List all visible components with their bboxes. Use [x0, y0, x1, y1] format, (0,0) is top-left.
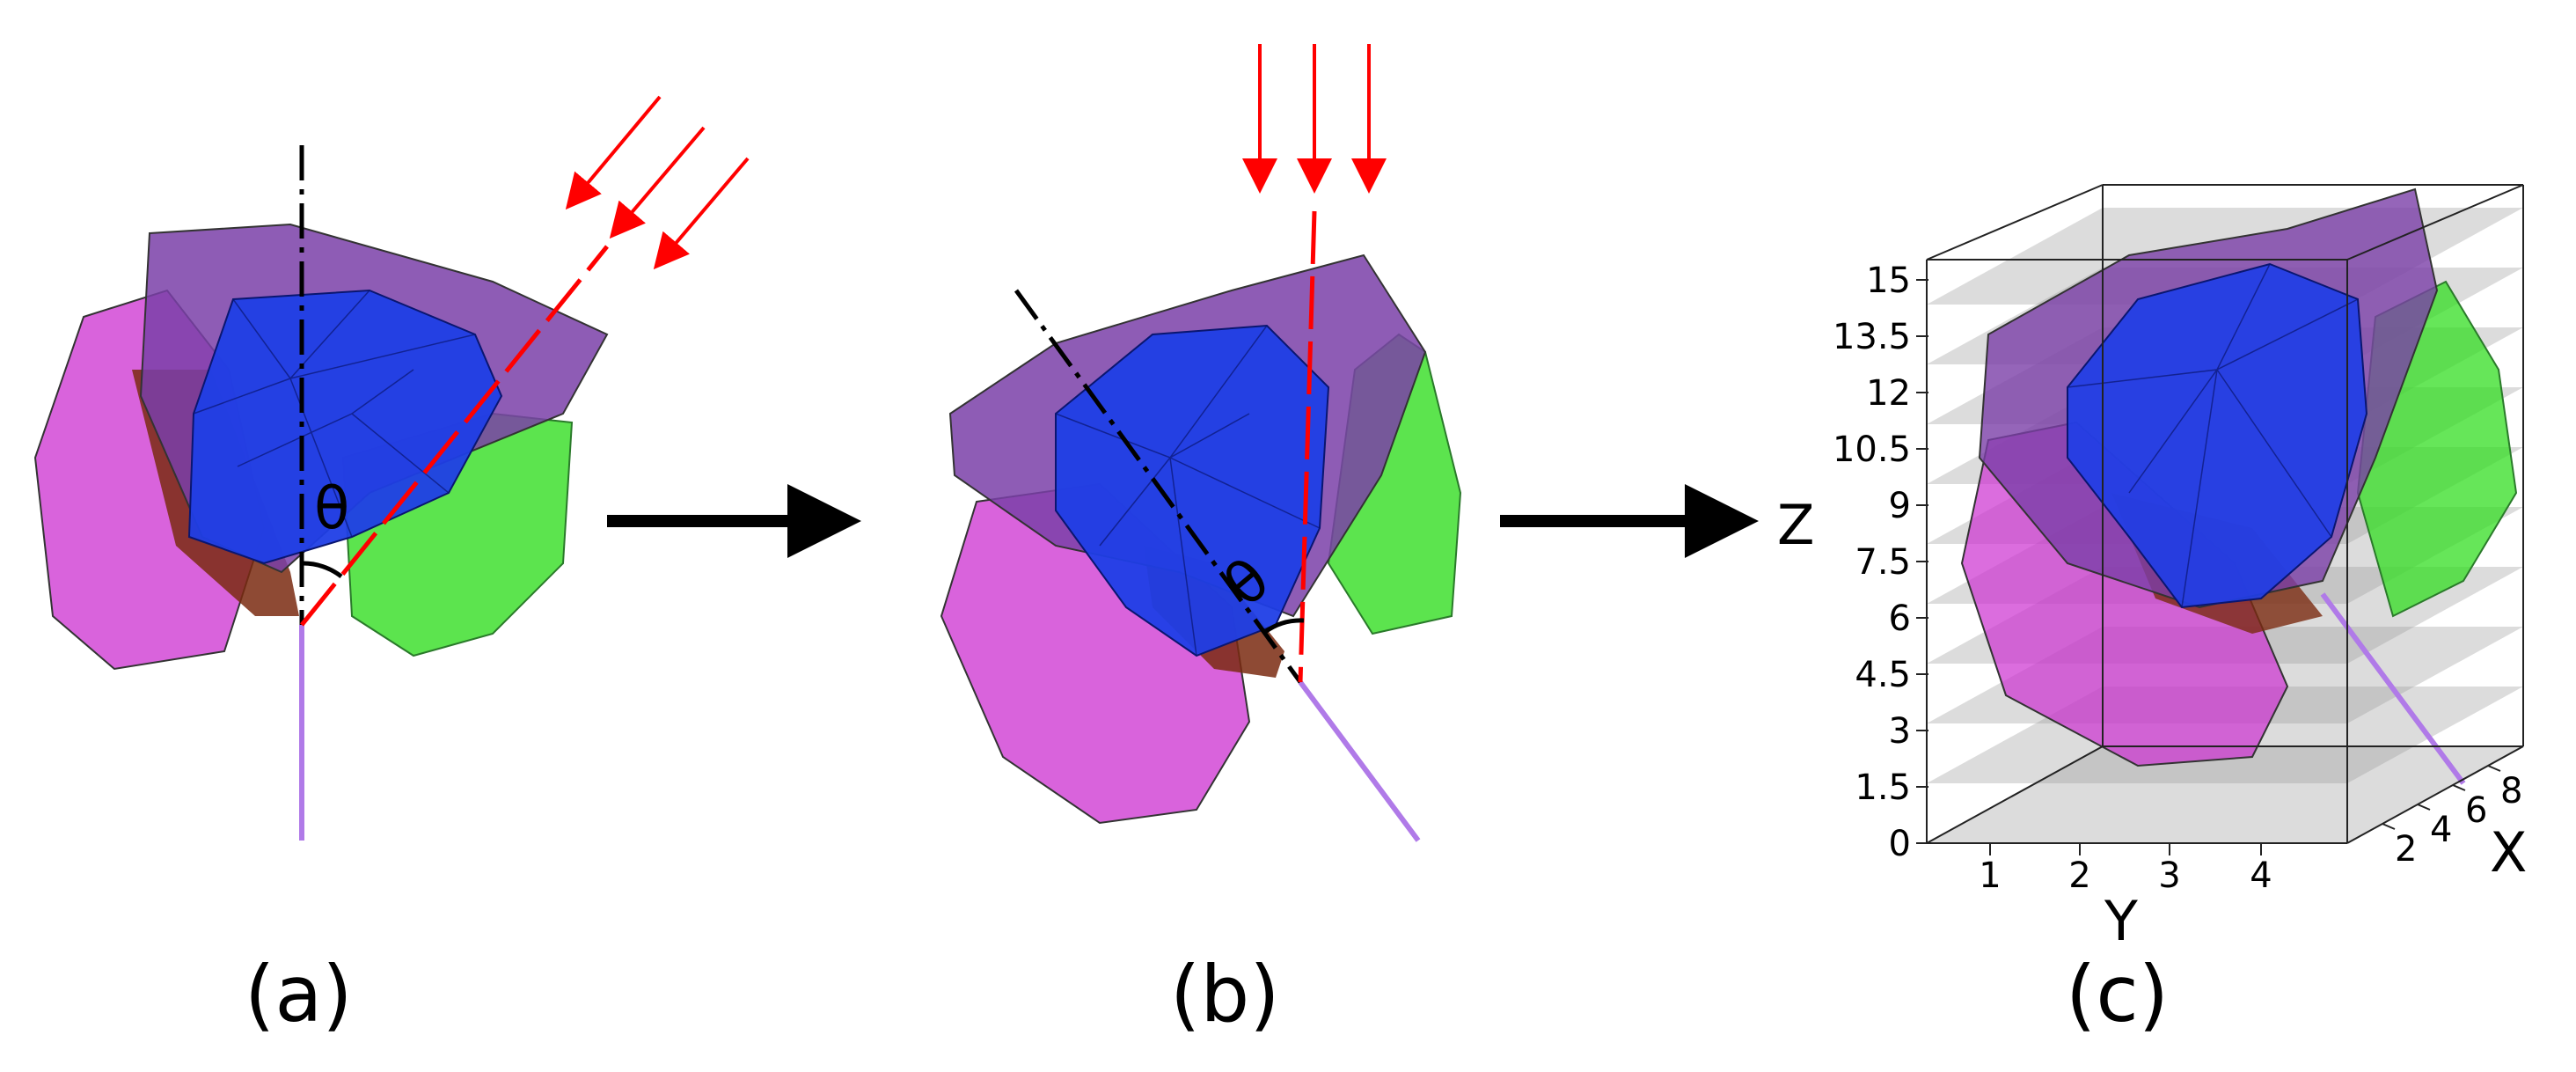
x-tick-label: 8 [2500, 771, 2522, 811]
y-axis-ticks: 1 2 3 4 [1979, 843, 2272, 896]
incident-ray-a [300, 245, 609, 627]
x-tick-mark [2382, 823, 2396, 830]
angle-arc-b [1263, 618, 1305, 635]
y-tick-label: 2 [2068, 855, 2090, 896]
z-tick-label: 15 [1866, 261, 1911, 301]
x-axis-name: X [2490, 820, 2527, 885]
y-axis-name: Y [2104, 889, 2138, 953]
incident-ray-b [1298, 210, 1317, 683]
stem-c [2320, 592, 2466, 785]
y-tick-label: 4 [2250, 855, 2272, 896]
panel-label-a: (a) [245, 949, 353, 1039]
z-tick-label: 6 [1889, 598, 1911, 639]
z-tick-label: 10.5 [1833, 430, 1911, 470]
angle-arc-a [301, 561, 343, 579]
z-tick-label: 0 [1889, 824, 1911, 864]
mesh-lines-c [2067, 263, 2359, 608]
blue-body-b [1055, 324, 1330, 657]
x-tick-mark [2452, 784, 2466, 791]
x-tick-mark [2417, 804, 2431, 811]
z-axis-ticks: 15 13.5 12 10.5 9 7.5 6 4.5 3 1.5 0 [1833, 261, 1928, 864]
blue-body-a [187, 289, 503, 565]
z-tick-label: 1.5 [1855, 767, 1911, 808]
panel-b: θ (b) [940, 44, 1462, 1039]
panel-label-c: (c) [2066, 949, 2169, 1039]
light-arrows-b [1242, 44, 1387, 194]
x-tick-label: 4 [2430, 810, 2452, 850]
z-tick-label: 13.5 [1833, 317, 1911, 357]
x-tick-label: 6 [2465, 790, 2487, 831]
theta-label-a: θ [314, 474, 349, 542]
z-tick-label: 3 [1889, 711, 1911, 752]
z-tick-label: 4.5 [1855, 655, 1911, 695]
x-tick-label: 2 [2395, 829, 2417, 870]
y-tick-label: 3 [2158, 855, 2180, 896]
panel-a: θ (a) [33, 95, 750, 1039]
z-axis-name: Z [1777, 493, 1814, 557]
z-tick-label: 12 [1866, 373, 1911, 414]
y-tick-label: 1 [1979, 855, 2001, 896]
bounding-box [1926, 184, 2524, 844]
mesh-lines-a [193, 290, 476, 538]
z-tick-label: 7.5 [1855, 542, 1911, 583]
z-tick-label: 9 [1889, 486, 1911, 526]
x-tick-mark [2487, 765, 2501, 772]
light-arrows-a [565, 95, 750, 270]
stem-b [1298, 680, 1421, 842]
tilted-axis-b [1014, 289, 1303, 684]
panel-label-b: (b) [1170, 949, 1280, 1039]
mesh-lines-b [1055, 325, 1321, 657]
